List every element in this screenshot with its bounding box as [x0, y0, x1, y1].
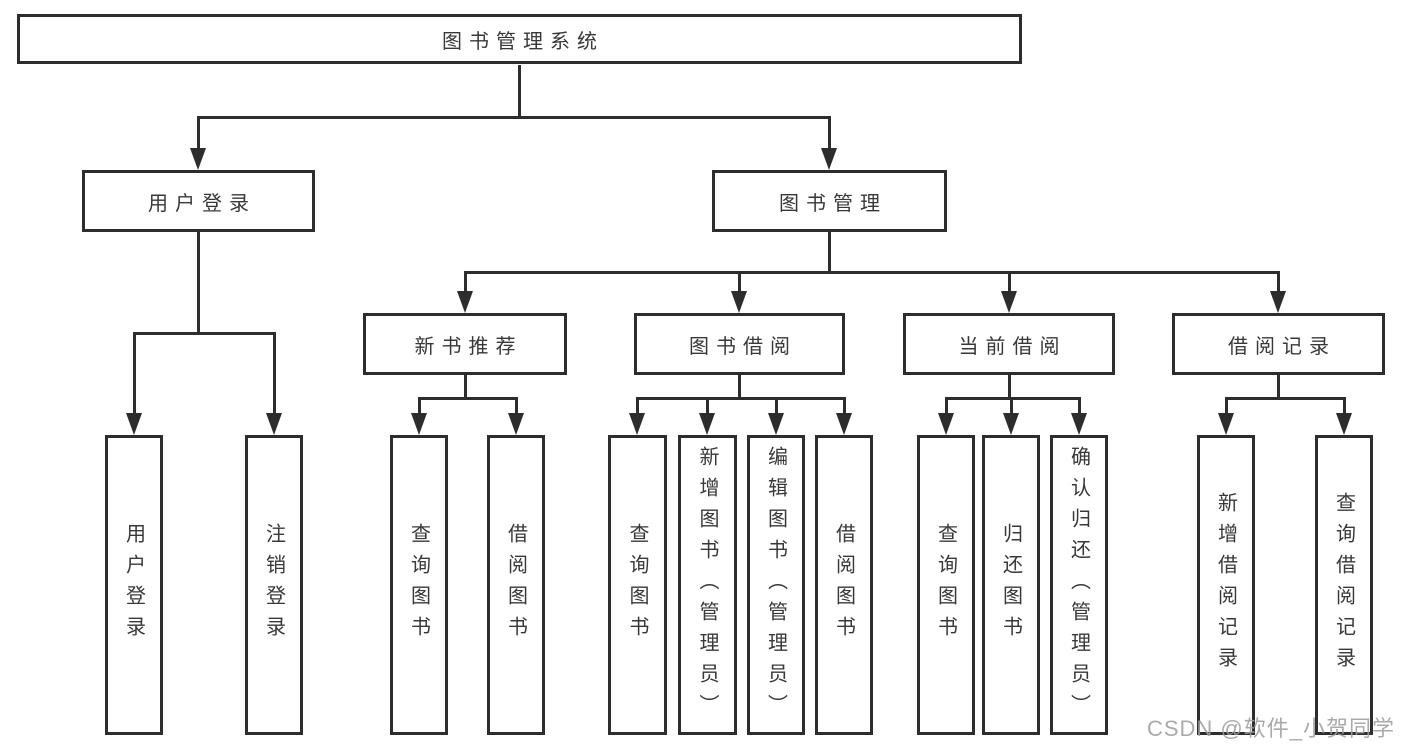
- connector-vline: [706, 397, 709, 415]
- connector-vline: [464, 271, 467, 292]
- connector-arrow-down-icon: [731, 291, 747, 313]
- connector-vline: [828, 232, 831, 273]
- leaf-cb-confirm-return-admin: 确认归还（管理员）: [1050, 435, 1108, 735]
- connector-arrow-down-icon: [821, 148, 837, 170]
- csdn-watermark: CSDN @软件_小贺同学: [1146, 716, 1395, 741]
- connector-vline: [1277, 271, 1280, 292]
- connector-vline: [1010, 397, 1013, 415]
- connector-arrow-down-icon: [266, 413, 282, 435]
- connector-vline: [273, 332, 276, 414]
- connector-arrow-down-icon: [768, 413, 784, 435]
- connector-vline: [197, 232, 200, 334]
- connector-vline: [738, 271, 741, 292]
- connector-vline: [418, 397, 421, 415]
- leaf-br-add-record: 新增借阅记录: [1197, 435, 1255, 735]
- connector-arrow-down-icon: [411, 413, 427, 435]
- connector-arrow-down-icon: [1218, 413, 1234, 435]
- leaf-nbr-borrow-books: 借阅图书: [487, 435, 545, 735]
- connector-arrow-down-icon: [836, 413, 852, 435]
- connector-hline: [418, 397, 517, 400]
- connector-vline: [636, 397, 639, 415]
- connector-vline: [1008, 271, 1011, 292]
- connector-vline: [945, 397, 948, 415]
- connector-vline: [1343, 397, 1346, 415]
- leaf-bb-add-books-admin: 新增图书（管理员）: [678, 435, 737, 735]
- node-user-login: 用户登录: [82, 170, 315, 232]
- leaf-logout: 注销登录: [245, 435, 303, 735]
- connector-arrow-down-icon: [699, 413, 715, 435]
- connector-hline: [1225, 397, 1345, 400]
- connector-vline: [775, 397, 778, 415]
- leaf-cb-query-books: 查询图书: [917, 435, 975, 735]
- node-book-borrowing: 图书借阅: [634, 313, 845, 375]
- connector-arrow-down-icon: [1003, 413, 1019, 435]
- connector-vline: [1225, 397, 1228, 415]
- leaf-bb-edit-books-admin: 编辑图书（管理员）: [747, 435, 805, 735]
- connector-vline: [1277, 375, 1280, 399]
- node-current-borrowing: 当前借阅: [903, 313, 1115, 375]
- connector-hline: [197, 116, 831, 119]
- node-new-book-recommend: 新书推荐: [363, 313, 567, 375]
- connector-vline: [518, 65, 521, 118]
- connector-vline: [133, 332, 136, 414]
- connector-arrow-down-icon: [126, 413, 142, 435]
- connector-arrow-down-icon: [1071, 413, 1087, 435]
- connector-hline: [636, 397, 845, 400]
- connector-hline: [133, 332, 275, 335]
- connector-vline: [828, 116, 831, 152]
- connector-vline: [1008, 375, 1011, 399]
- leaf-bb-borrow-books: 借阅图书: [815, 435, 873, 735]
- node-book-management: 图书管理: [712, 170, 947, 232]
- leaf-user-login: 用户登录: [105, 435, 163, 735]
- connector-arrow-down-icon: [1001, 291, 1017, 313]
- connector-arrow-down-icon: [457, 291, 473, 313]
- connector-arrow-down-icon: [629, 413, 645, 435]
- connector-arrow-down-icon: [190, 148, 206, 170]
- connector-hline: [945, 397, 1080, 400]
- connector-arrow-down-icon: [1336, 413, 1352, 435]
- connector-vline: [843, 397, 846, 415]
- connector-arrow-down-icon: [1270, 291, 1286, 313]
- connector-vline: [515, 397, 518, 415]
- node-borrowing-records: 借阅记录: [1172, 313, 1385, 375]
- leaf-bb-query-books: 查询图书: [608, 435, 667, 735]
- connector-arrow-down-icon: [508, 413, 524, 435]
- connector-vline: [738, 375, 741, 399]
- leaf-br-query-record: 查询借阅记录: [1315, 435, 1373, 735]
- leaf-cb-return-books: 归还图书: [982, 435, 1040, 735]
- node-root: 图书管理系统: [17, 14, 1022, 64]
- connector-vline: [197, 116, 200, 152]
- leaf-nbr-query-books: 查询图书: [390, 435, 448, 735]
- connector-arrow-down-icon: [938, 413, 954, 435]
- connector-hline: [464, 271, 1280, 274]
- connector-vline: [464, 375, 467, 399]
- connector-vline: [1078, 397, 1081, 415]
